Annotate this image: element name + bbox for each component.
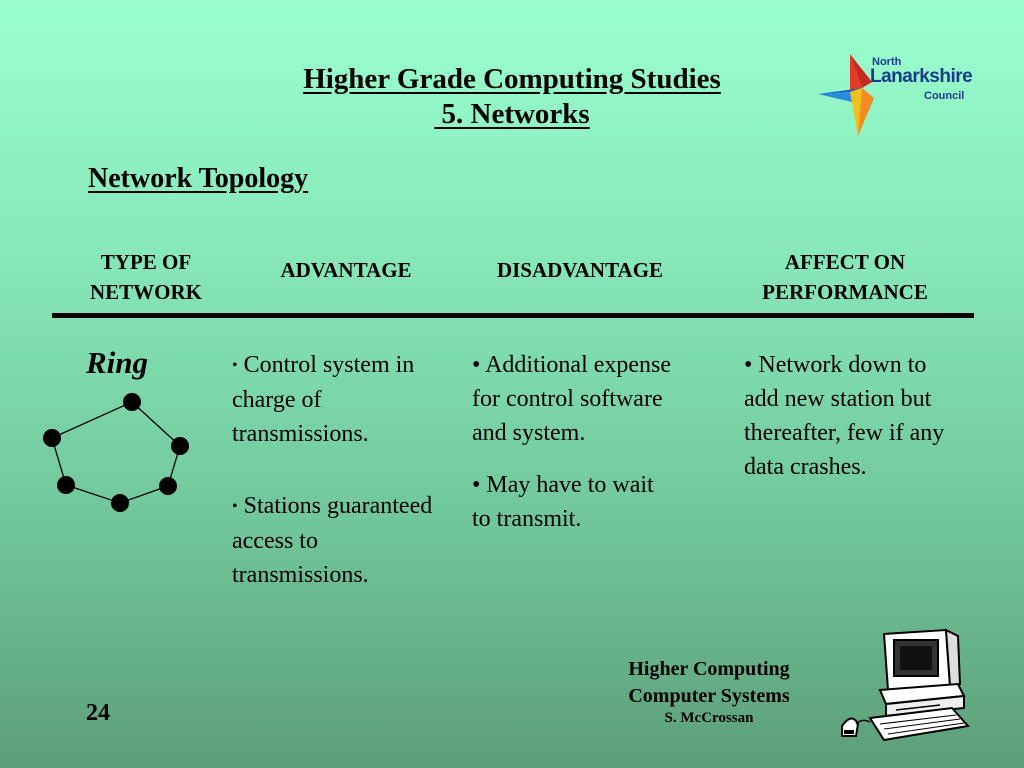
disadvantage-item: • May have to wait to transmit. <box>472 468 672 536</box>
network-type-ring: Ring <box>86 345 149 380</box>
north-lanarkshire-star-logo: North Lanarkshire Council <box>816 52 973 138</box>
footer-author: S. McCrossan <box>664 710 754 726</box>
disadvantage-text: May have to wait to transmit. <box>472 472 654 532</box>
header-divider <box>52 313 974 318</box>
advantage-text: Control system in charge of transmission… <box>232 352 415 447</box>
header-advantage: ADVANTAGE <box>280 258 412 282</box>
advantage-item: • Stations guaranteed access to transmis… <box>232 489 442 592</box>
bullet: • <box>232 357 238 374</box>
section-heading: Network Topology <box>88 163 309 194</box>
logo-text-council: Council <box>924 90 965 102</box>
logo-text-north: North <box>872 56 902 68</box>
disadvantages-column: • Additional expense for control softwar… <box>472 348 672 554</box>
desktop-computer-icon <box>840 626 970 746</box>
header-type-line-1: TYPE OF <box>100 250 192 274</box>
logo-star-icon <box>818 54 874 136</box>
ring-topology-icon <box>38 390 194 516</box>
header-affect-line-1: AFFECT ON <box>784 250 906 274</box>
title-line-2: 5. Networks <box>434 98 590 130</box>
advantage-text: Stations guaranteed access to transmissi… <box>232 493 433 588</box>
advantages-column: • Control system in charge of transmissi… <box>232 348 442 610</box>
footer-line-2: Computer Systems <box>628 685 790 707</box>
footer-credit: Higher Computing Computer Systems S. McC… <box>600 656 818 727</box>
bullet: • <box>232 498 238 515</box>
bullet: • <box>744 352 753 378</box>
advantage-item: • Control system in charge of transmissi… <box>232 348 442 451</box>
bullet: • <box>472 352 481 378</box>
affect-column: • Network down to add new station but th… <box>744 348 954 502</box>
header-disadvantage: DISADVANTAGE <box>496 258 664 282</box>
disadvantage-text: Additional expense for control software … <box>472 352 672 446</box>
disadvantage-item: • Additional expense for control softwar… <box>472 348 672 450</box>
header-type-of-network: TYPE OF NETWORK <box>66 247 226 307</box>
header-type-line-2: NETWORK <box>89 280 202 304</box>
slide-title: Higher Grade Computing Studies 5. Networ… <box>0 62 1024 132</box>
footer-line-1: Higher Computing <box>628 658 790 680</box>
logo-text-lanarkshire: Lanarkshire <box>870 66 973 87</box>
header-affect-on-performance: AFFECT ON PERFORMANCE <box>730 247 960 307</box>
bullet: • <box>472 472 481 498</box>
header-affect-line-2: PERFORMANCE <box>762 280 928 304</box>
affect-text: Network down to add new station but ther… <box>744 352 945 480</box>
page-number: 24 <box>86 700 110 726</box>
title-line-1: Higher Grade Computing Studies <box>303 63 721 95</box>
affect-item: • Network down to add new station but th… <box>744 348 954 484</box>
